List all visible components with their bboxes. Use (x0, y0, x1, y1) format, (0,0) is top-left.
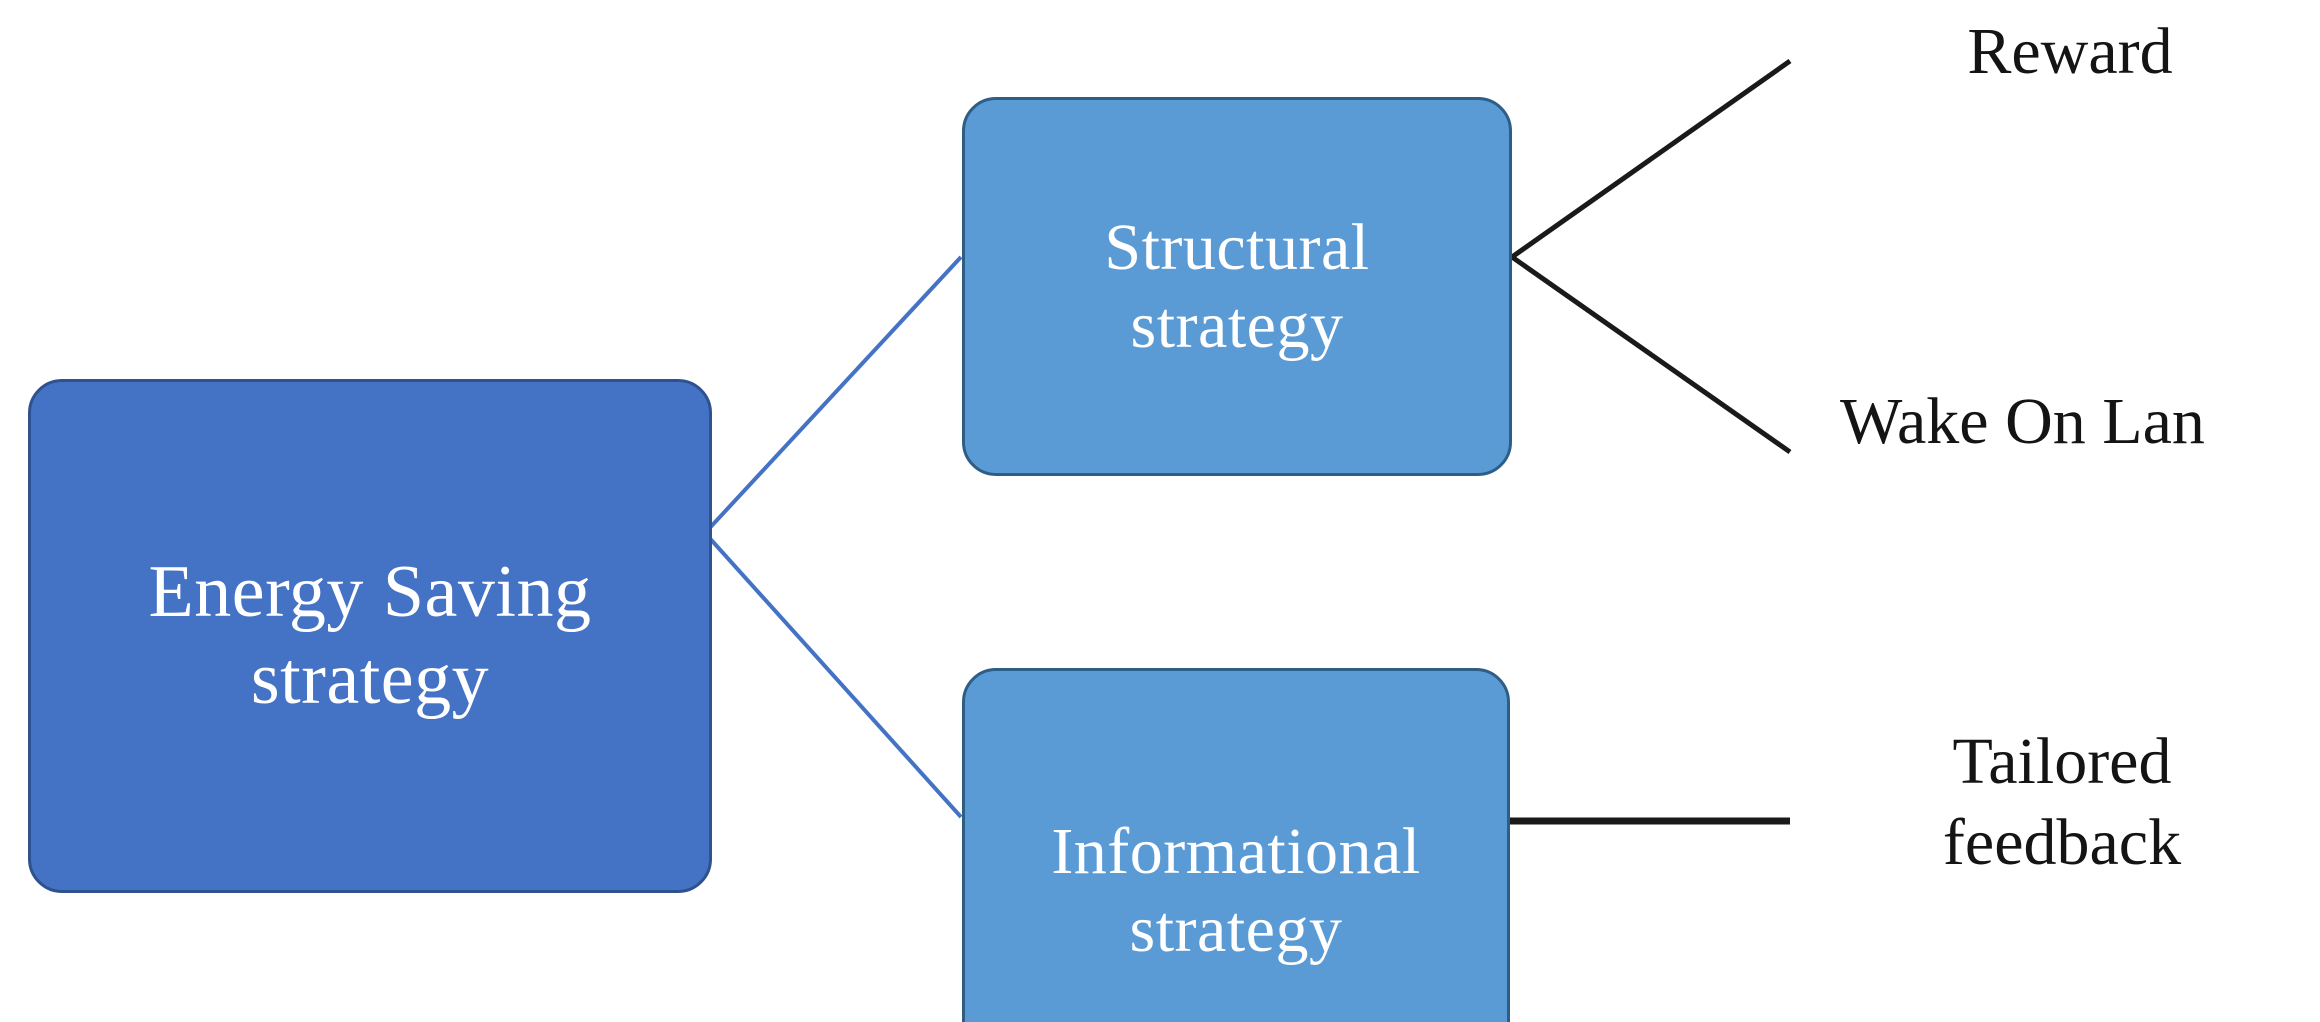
leaf-label-wake-on-lan: Wake On Lan (1840, 385, 2205, 458)
connector-structural-to-wake-on-lan (1510, 254, 1792, 455)
connector-root-to-structural (703, 255, 963, 535)
leaf-label-reward: Reward (1967, 15, 2173, 88)
node-structural-strategy-label: Structural strategy (1104, 210, 1370, 362)
node-energy-saving-strategy[interactable]: Energy Saving strategy (28, 379, 712, 893)
connector-root-to-informational (703, 531, 963, 819)
connector-structural-to-reward (1510, 58, 1792, 260)
node-energy-saving-strategy-label: Energy Saving strategy (148, 550, 592, 720)
node-informational-strategy[interactable]: Informational strategy (962, 668, 1510, 1022)
leaf-label-tailored-feedback: Tailored feedback (1942, 725, 2182, 879)
node-structural-strategy[interactable]: Structural strategy (962, 97, 1512, 476)
node-informational-strategy-label: Informational strategy (1051, 814, 1421, 966)
